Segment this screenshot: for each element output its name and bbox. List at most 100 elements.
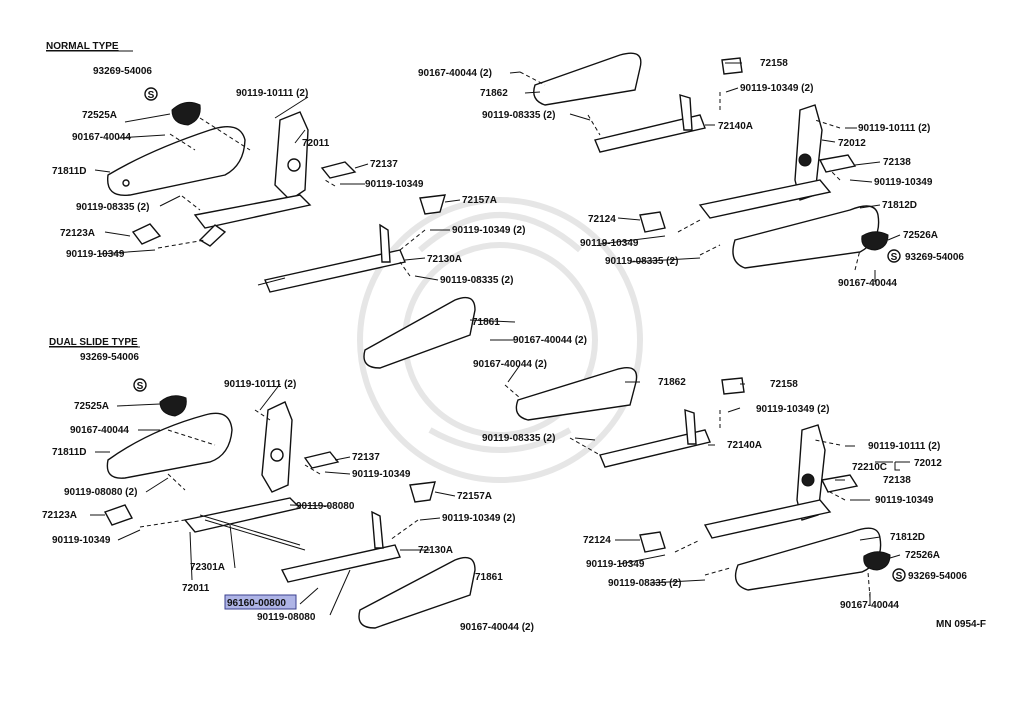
label-90119-10349[interactable]: 90119-10349 — [66, 249, 125, 260]
label-90167-40044-c[interactable]: 90167-40044 — [838, 278, 897, 289]
highlighted-part-box — [224, 594, 297, 610]
label-71811D[interactable]: 71811D — [52, 166, 86, 177]
label-dual-72130A[interactable]: 72130A — [418, 545, 453, 556]
label-dual-72011[interactable]: 72011 — [182, 583, 210, 594]
label-93269-54006-b[interactable]: 93269-54006 — [905, 252, 964, 263]
knob-72526A — [861, 231, 889, 251]
seat-frame-normal-right — [698, 179, 832, 219]
knob-72525A-dual — [159, 395, 187, 417]
watermark-emblem — [357, 197, 643, 483]
label-dual-96160-00800[interactable]: 96160-00800 — [227, 598, 286, 609]
label-72158[interactable]: 72158 — [760, 58, 788, 69]
label-90119-08335-b[interactable]: 90119-08335 (2) — [440, 275, 513, 286]
bracket-72137 — [320, 161, 357, 179]
label-dual-72210C[interactable]: 72210C — [852, 462, 887, 473]
label-dual-72526A[interactable]: 72526A — [905, 550, 940, 561]
label-dual-90119-08080-c[interactable]: 90119-08080 — [257, 612, 316, 623]
label-72124[interactable]: 72124 — [588, 214, 616, 225]
label-90119-10349-d[interactable]: 90119-10349 (2) — [740, 83, 813, 94]
label-dual-90119-10111[interactable]: 90119-10111 (2) — [224, 379, 296, 390]
label-dual-72525A[interactable]: 72525A — [74, 401, 109, 412]
label-72140A[interactable]: 72140A — [718, 121, 753, 132]
slide-72140A-dual — [599, 429, 711, 468]
label-72012[interactable]: 72012 — [838, 138, 866, 149]
label-90167-40044-b[interactable]: 90167-40044 (2) — [418, 68, 492, 79]
label-93269-54006[interactable]: 93269-54006 — [93, 66, 152, 77]
label-71812D[interactable]: 71812D — [882, 200, 917, 211]
label-dual-72158[interactable]: 72158 — [770, 379, 798, 390]
label-dual-90119-10349-b[interactable]: 90119-10349 — [352, 469, 411, 480]
label-90167-40044[interactable]: 90167-40044 — [72, 132, 131, 143]
label-dual-90119-08080[interactable]: 90119-08080 (2) — [64, 487, 137, 498]
label-72011[interactable]: 72011 — [302, 138, 330, 149]
label-90119-08335-d[interactable]: 90119-08335 (2) — [605, 256, 678, 267]
seat-frame-dual-left — [183, 497, 302, 533]
cap-72158 — [721, 57, 743, 75]
cover-71812D — [732, 205, 880, 269]
label-72526A[interactable]: 72526A — [903, 230, 938, 241]
label-dual-93269-54006[interactable]: 93269-54006 — [80, 352, 139, 363]
knob-72525A — [171, 101, 201, 126]
label-72123A[interactable]: 72123A — [60, 228, 95, 239]
label-dual-90119-10349-d[interactable]: 90119-10349 (2) — [756, 404, 829, 415]
label-72157A[interactable]: 72157A — [462, 195, 497, 206]
bracket-72123A-dual — [103, 504, 134, 526]
label-dual-90119-10349-f[interactable]: 90119-10349 — [586, 559, 645, 570]
label-90119-10349-f[interactable]: 90119-10349 — [580, 238, 639, 249]
recliner-72011-dual — [261, 401, 293, 493]
label-dual-90167-40044-c[interactable]: 90167-40044 (2) — [460, 622, 534, 633]
label-72525A[interactable]: 72525A — [82, 110, 117, 121]
bracket-72138 — [818, 154, 857, 173]
cover-71812D-dual — [734, 527, 882, 591]
label-dual-71812D[interactable]: 71812D — [890, 532, 925, 543]
s-mark-normal-right: S — [887, 249, 901, 263]
bracket-72157A-dual — [409, 481, 436, 503]
label-90119-10111[interactable]: 90119-10111 (2) — [236, 88, 308, 99]
label-dual-71861[interactable]: 71861 — [472, 317, 500, 328]
label-dual-72138[interactable]: 72138 — [883, 475, 911, 486]
label-dual-90119-08080-b[interactable]: 90119-08080 — [296, 501, 355, 512]
label-dual-72140A[interactable]: 72140A — [727, 440, 762, 451]
label-72138[interactable]: 72138 — [883, 157, 911, 168]
label-90119-10111-b[interactable]: 90119-10111 (2) — [858, 123, 930, 134]
label-dual-72124[interactable]: 72124 — [583, 535, 611, 546]
label-dual-90167-40044-d[interactable]: 90167-40044 (2) — [473, 359, 547, 370]
seat-frame-dual-right — [703, 499, 832, 539]
label-dual-72012[interactable]: 72012 — [914, 458, 942, 469]
label-dual-72123A[interactable]: 72123A — [42, 510, 77, 521]
label-dual-72301A[interactable]: 72301A — [190, 562, 225, 573]
slide-72130A — [264, 249, 406, 293]
label-dual-90119-10349-e[interactable]: 90119-10349 — [875, 495, 934, 506]
label-dual-71861-b[interactable]: 71861 — [475, 572, 503, 583]
label-72130A[interactable]: 72130A — [427, 254, 462, 265]
bracket-72138-dual — [820, 474, 859, 493]
knob-72526A-dual — [863, 551, 891, 571]
label-90119-10349-c[interactable]: 90119-10349 (2) — [452, 225, 525, 236]
label-dual-71862[interactable]: 71862 — [658, 377, 686, 388]
cover-71862 — [533, 52, 642, 106]
label-dual-90119-08335[interactable]: 90119-08335 (2) — [482, 433, 555, 444]
cover-71811D — [106, 126, 246, 197]
label-dual-90119-10349[interactable]: 90119-10349 — [52, 535, 111, 546]
bracket-72157A — [419, 194, 446, 215]
cover-71861-lower — [358, 556, 476, 629]
label-dual-90119-10349-c[interactable]: 90119-10349 (2) — [442, 513, 515, 524]
label-dual-90119-10111-b[interactable]: 90119-10111 (2) — [868, 441, 940, 452]
label-90119-10349-b[interactable]: 90119-10349 — [365, 179, 424, 190]
label-71862[interactable]: 71862 — [480, 88, 508, 99]
label-72137[interactable]: 72137 — [370, 159, 398, 170]
label-dual-90167-40044-b[interactable]: 90167-40044 (2) — [513, 335, 587, 346]
label-dual-93269-54006-b[interactable]: 93269-54006 — [908, 571, 967, 582]
cover-71811D-dual — [106, 412, 233, 479]
label-90119-10349-e[interactable]: 90119-10349 — [874, 177, 933, 188]
section-title-dual-slide-type: DUAL SLIDE TYPE — [49, 337, 138, 348]
label-dual-90167-40044-e[interactable]: 90167-40044 — [840, 600, 899, 611]
label-dual-90167-40044[interactable]: 90167-40044 — [70, 425, 129, 436]
label-dual-90119-08335-b[interactable]: 90119-08335 (2) — [608, 578, 681, 589]
label-dual-72157A[interactable]: 72157A — [457, 491, 492, 502]
label-90119-08335[interactable]: 90119-08335 (2) — [76, 202, 149, 213]
label-dual-71811D[interactable]: 71811D — [52, 447, 86, 458]
label-90119-08335-c[interactable]: 90119-08335 (2) — [482, 110, 555, 121]
label-dual-72137[interactable]: 72137 — [352, 452, 380, 463]
bracket-72123A — [131, 223, 162, 245]
